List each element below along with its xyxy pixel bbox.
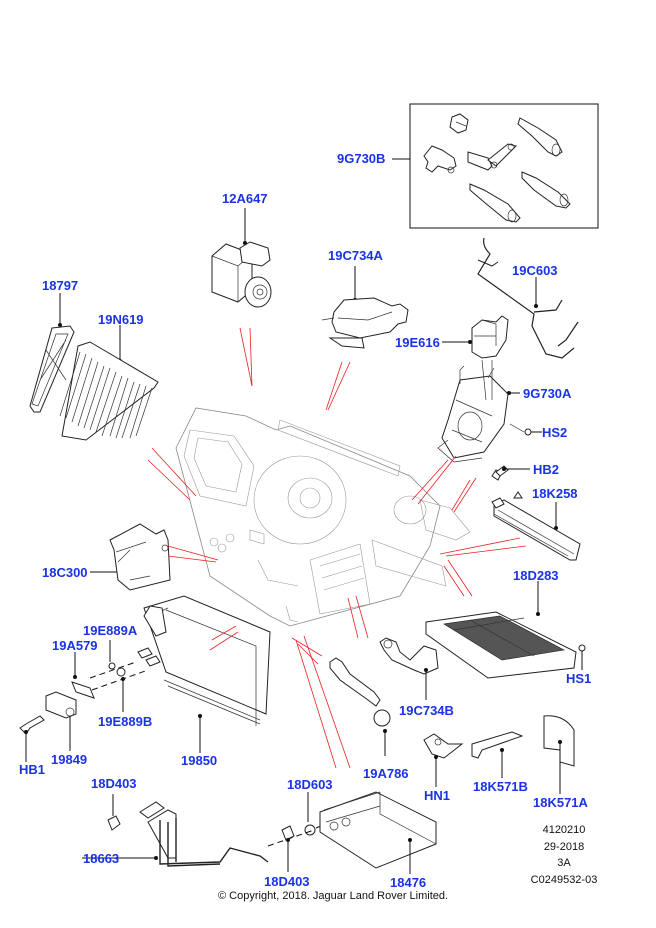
part-19C603-wiring-harness <box>477 237 579 359</box>
part-18663-heater-pipes[interactable] <box>82 801 269 867</box>
callout-9G730A[interactable]: 9G730A <box>523 386 572 401</box>
part-HB2-bolt[interactable] <box>491 465 530 481</box>
part-18C300-housing-cover[interactable] <box>90 523 171 591</box>
kit-crank-arm <box>467 143 517 171</box>
part-18797-filter-cover[interactable] <box>29 293 75 413</box>
illustration-number: 4120210 <box>542 824 586 836</box>
callout-12A647[interactable]: 12A647 <box>222 191 268 206</box>
callout-18663[interactable]: 18663 <box>83 851 120 866</box>
part-12A647-blower-motor[interactable] <box>211 208 272 308</box>
part-19E889A-seal[interactable] <box>108 640 116 670</box>
callout-18D283[interactable]: 18D283 <box>513 568 559 583</box>
callout-18K571B[interactable]: 18K571B <box>473 779 528 794</box>
callout-18K258[interactable]: 18K258 <box>532 486 578 501</box>
part-19A579-gasket[interactable] <box>71 652 95 699</box>
callout-19E889A[interactable]: 19E889A <box>83 623 138 638</box>
part-18D403-clip-top[interactable] <box>107 794 121 831</box>
part-9G730A-linkage[interactable] <box>437 359 520 463</box>
callout-19850[interactable]: 19850 <box>181 753 218 768</box>
part-HN1-nut-clip[interactable] <box>423 733 464 787</box>
part-18D283-tray[interactable] <box>425 581 577 679</box>
copyright-notice: © Copyright, 2018. Jaguar Land Rover Lim… <box>218 890 449 902</box>
part-18K258-duct[interactable] <box>491 491 581 561</box>
callout-19E889B[interactable]: 19E889B <box>98 714 153 729</box>
callout-19C603[interactable]: 19C603 <box>512 263 558 278</box>
kit-pin-2 <box>469 183 521 223</box>
part-18K571B-bracket[interactable] <box>471 731 524 778</box>
callout-HS2[interactable]: HS2 <box>542 425 568 440</box>
part-18D403-clip-bottom[interactable] <box>281 825 295 872</box>
callout-18D403-top[interactable]: 18D403 <box>91 776 137 791</box>
part-HS1-screw[interactable] <box>578 644 586 670</box>
part-19C734A-actuator[interactable] <box>321 266 409 349</box>
pointer-lines <box>147 327 527 769</box>
part-18476-heater-core[interactable] <box>319 791 437 874</box>
part-HS2-screw[interactable] <box>509 423 542 436</box>
alignment-lines <box>89 661 149 691</box>
part-19850-evaporator[interactable] <box>137 595 271 753</box>
part-19849-expansion-valve[interactable] <box>45 691 77 751</box>
callout-18D603[interactable]: 18D603 <box>287 777 333 792</box>
callout-19849[interactable]: 19849 <box>51 752 88 767</box>
callout-19C734A[interactable]: 19C734A <box>328 248 383 263</box>
year-code: 29-2018 <box>543 841 585 853</box>
callout-18K571A[interactable]: 18K571A <box>533 795 588 810</box>
callout-18C300[interactable]: 18C300 <box>42 565 88 580</box>
kit-pin-1 <box>517 117 563 157</box>
callout-HB1[interactable]: HB1 <box>19 762 46 777</box>
part-9G730B-kit[interactable] <box>392 103 599 229</box>
callout-HN1[interactable]: HN1 <box>424 788 451 803</box>
callout-HS1[interactable]: HS1 <box>566 671 592 686</box>
callout-18797[interactable]: 18797 <box>42 278 79 293</box>
revision-code: 3A <box>557 857 571 869</box>
part-19E889B-seal[interactable] <box>116 667 126 712</box>
part-18K571A-shield[interactable] <box>543 715 575 794</box>
kit-pin-3 <box>521 171 571 209</box>
callout-9G730B[interactable]: 9G730B <box>337 151 386 166</box>
hvac-housing-main-assembly <box>175 407 471 627</box>
callout-19E616[interactable]: 19E616 <box>395 335 440 350</box>
kit-knob <box>423 145 457 174</box>
part-HB1-bolt[interactable] <box>19 715 45 762</box>
part-19A786-drain-tube[interactable] <box>329 657 391 756</box>
filter-pleats <box>59 351 153 439</box>
kit-bushing <box>449 113 469 134</box>
callout-19C734B[interactable]: 19C734B <box>399 703 454 718</box>
catalogue-code: C0249532-03 <box>530 874 598 886</box>
part-19N619-pollen-filter[interactable] <box>59 325 159 441</box>
callout-HB2[interactable]: HB2 <box>533 462 560 477</box>
callout-18D403-bottom[interactable]: 18D403 <box>264 874 310 889</box>
callout-18476[interactable]: 18476 <box>390 875 427 890</box>
callout-19N619[interactable]: 19N619 <box>98 312 144 327</box>
part-19C734B-actuator[interactable] <box>379 637 439 700</box>
callout-19A786[interactable]: 19A786 <box>363 766 409 781</box>
callout-19A579[interactable]: 19A579 <box>52 638 98 653</box>
part-18D603-seal[interactable] <box>267 792 327 847</box>
part-19E616-actuator[interactable] <box>442 315 509 359</box>
